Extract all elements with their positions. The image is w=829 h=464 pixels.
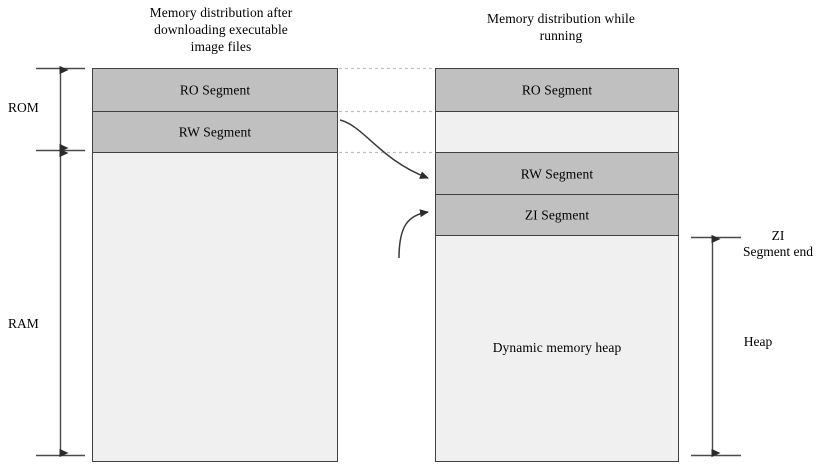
left-rw-segment-box: RW Segment: [92, 111, 338, 153]
ram-label: RAM: [8, 316, 39, 331]
right-zi-segment-label: ZI Segment: [524, 207, 590, 223]
connector-dotted-lines: [339, 67, 434, 154]
rw-relocation-arrow: [339, 119, 429, 179]
zi-segment-end-label: ZI Segment end: [742, 228, 814, 259]
right-zi-segment-box: ZI Segment: [435, 194, 679, 236]
left-ro-segment-label: RO Segment: [179, 82, 251, 98]
right-heap-box: Dynamic memory heap: [435, 235, 679, 462]
left-ro-segment-box: RO Segment: [92, 68, 338, 112]
right-diagram-title: Memory distribution while running: [487, 11, 635, 43]
heap-label: Heap: [743, 334, 773, 349]
rom-label: ROM: [8, 100, 39, 115]
left-diagram-title: Memory distribution after downloading ex…: [149, 5, 293, 54]
left-rw-segment-label: RW Segment: [178, 124, 252, 140]
right-heap-label: Dynamic memory heap: [492, 340, 622, 355]
right-ro-segment-box: RO Segment: [435, 68, 679, 112]
left-free-ram-box: [92, 152, 338, 462]
ram-extent-indicator: [36, 148, 85, 458]
heap-extent-indicator: [691, 234, 741, 458]
right-rw-segment-label: RW Segment: [520, 165, 594, 181]
right-rw-segment-box: RW Segment: [435, 152, 679, 195]
zi-creation-arrow: [398, 209, 429, 259]
right-ro-segment-label: RO Segment: [521, 82, 593, 98]
